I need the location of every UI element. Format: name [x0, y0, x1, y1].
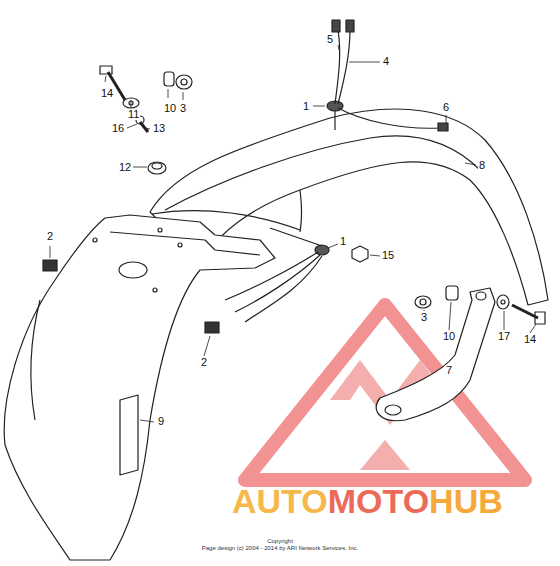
leader-lines	[50, 45, 536, 422]
callout-number: 14	[100, 88, 114, 99]
callout-number: 1	[339, 236, 347, 247]
callout-number: 1	[302, 101, 310, 112]
copyright-note: Copyright	[267, 538, 293, 544]
callout-number: 3	[420, 312, 428, 323]
callout-number: 7	[445, 365, 453, 376]
watermark-text: MOTO	[328, 484, 429, 518]
copyright-note: Page design (c) 2004 - 2014 by ARI Netwo…	[202, 545, 358, 551]
callout-number: 17	[497, 331, 511, 342]
callout-number: 4	[382, 56, 390, 67]
watermark-text: HUB	[429, 484, 503, 518]
callout-number: 8	[478, 160, 486, 171]
callout-number: 13	[152, 123, 166, 134]
callout-number: 9	[157, 416, 165, 427]
callout-number: 2	[200, 357, 208, 368]
bracket	[376, 288, 495, 421]
clip	[43, 260, 57, 271]
callout-number: 5	[326, 34, 334, 45]
callout-number: 2	[46, 231, 54, 242]
callout-number: 12	[118, 162, 132, 173]
callout-number: 14	[523, 334, 537, 345]
callout-number: 6	[442, 102, 450, 113]
callout-number: 16	[111, 123, 125, 134]
callout-number: 15	[381, 250, 395, 261]
callout-number: 10	[442, 331, 456, 342]
clip	[205, 322, 219, 333]
watermark-text: AUTO	[232, 484, 328, 518]
callout-number: 3	[179, 103, 187, 114]
callout-number: 10	[163, 103, 177, 114]
rear-fender	[150, 109, 548, 305]
callout-number: 11	[127, 109, 140, 120]
